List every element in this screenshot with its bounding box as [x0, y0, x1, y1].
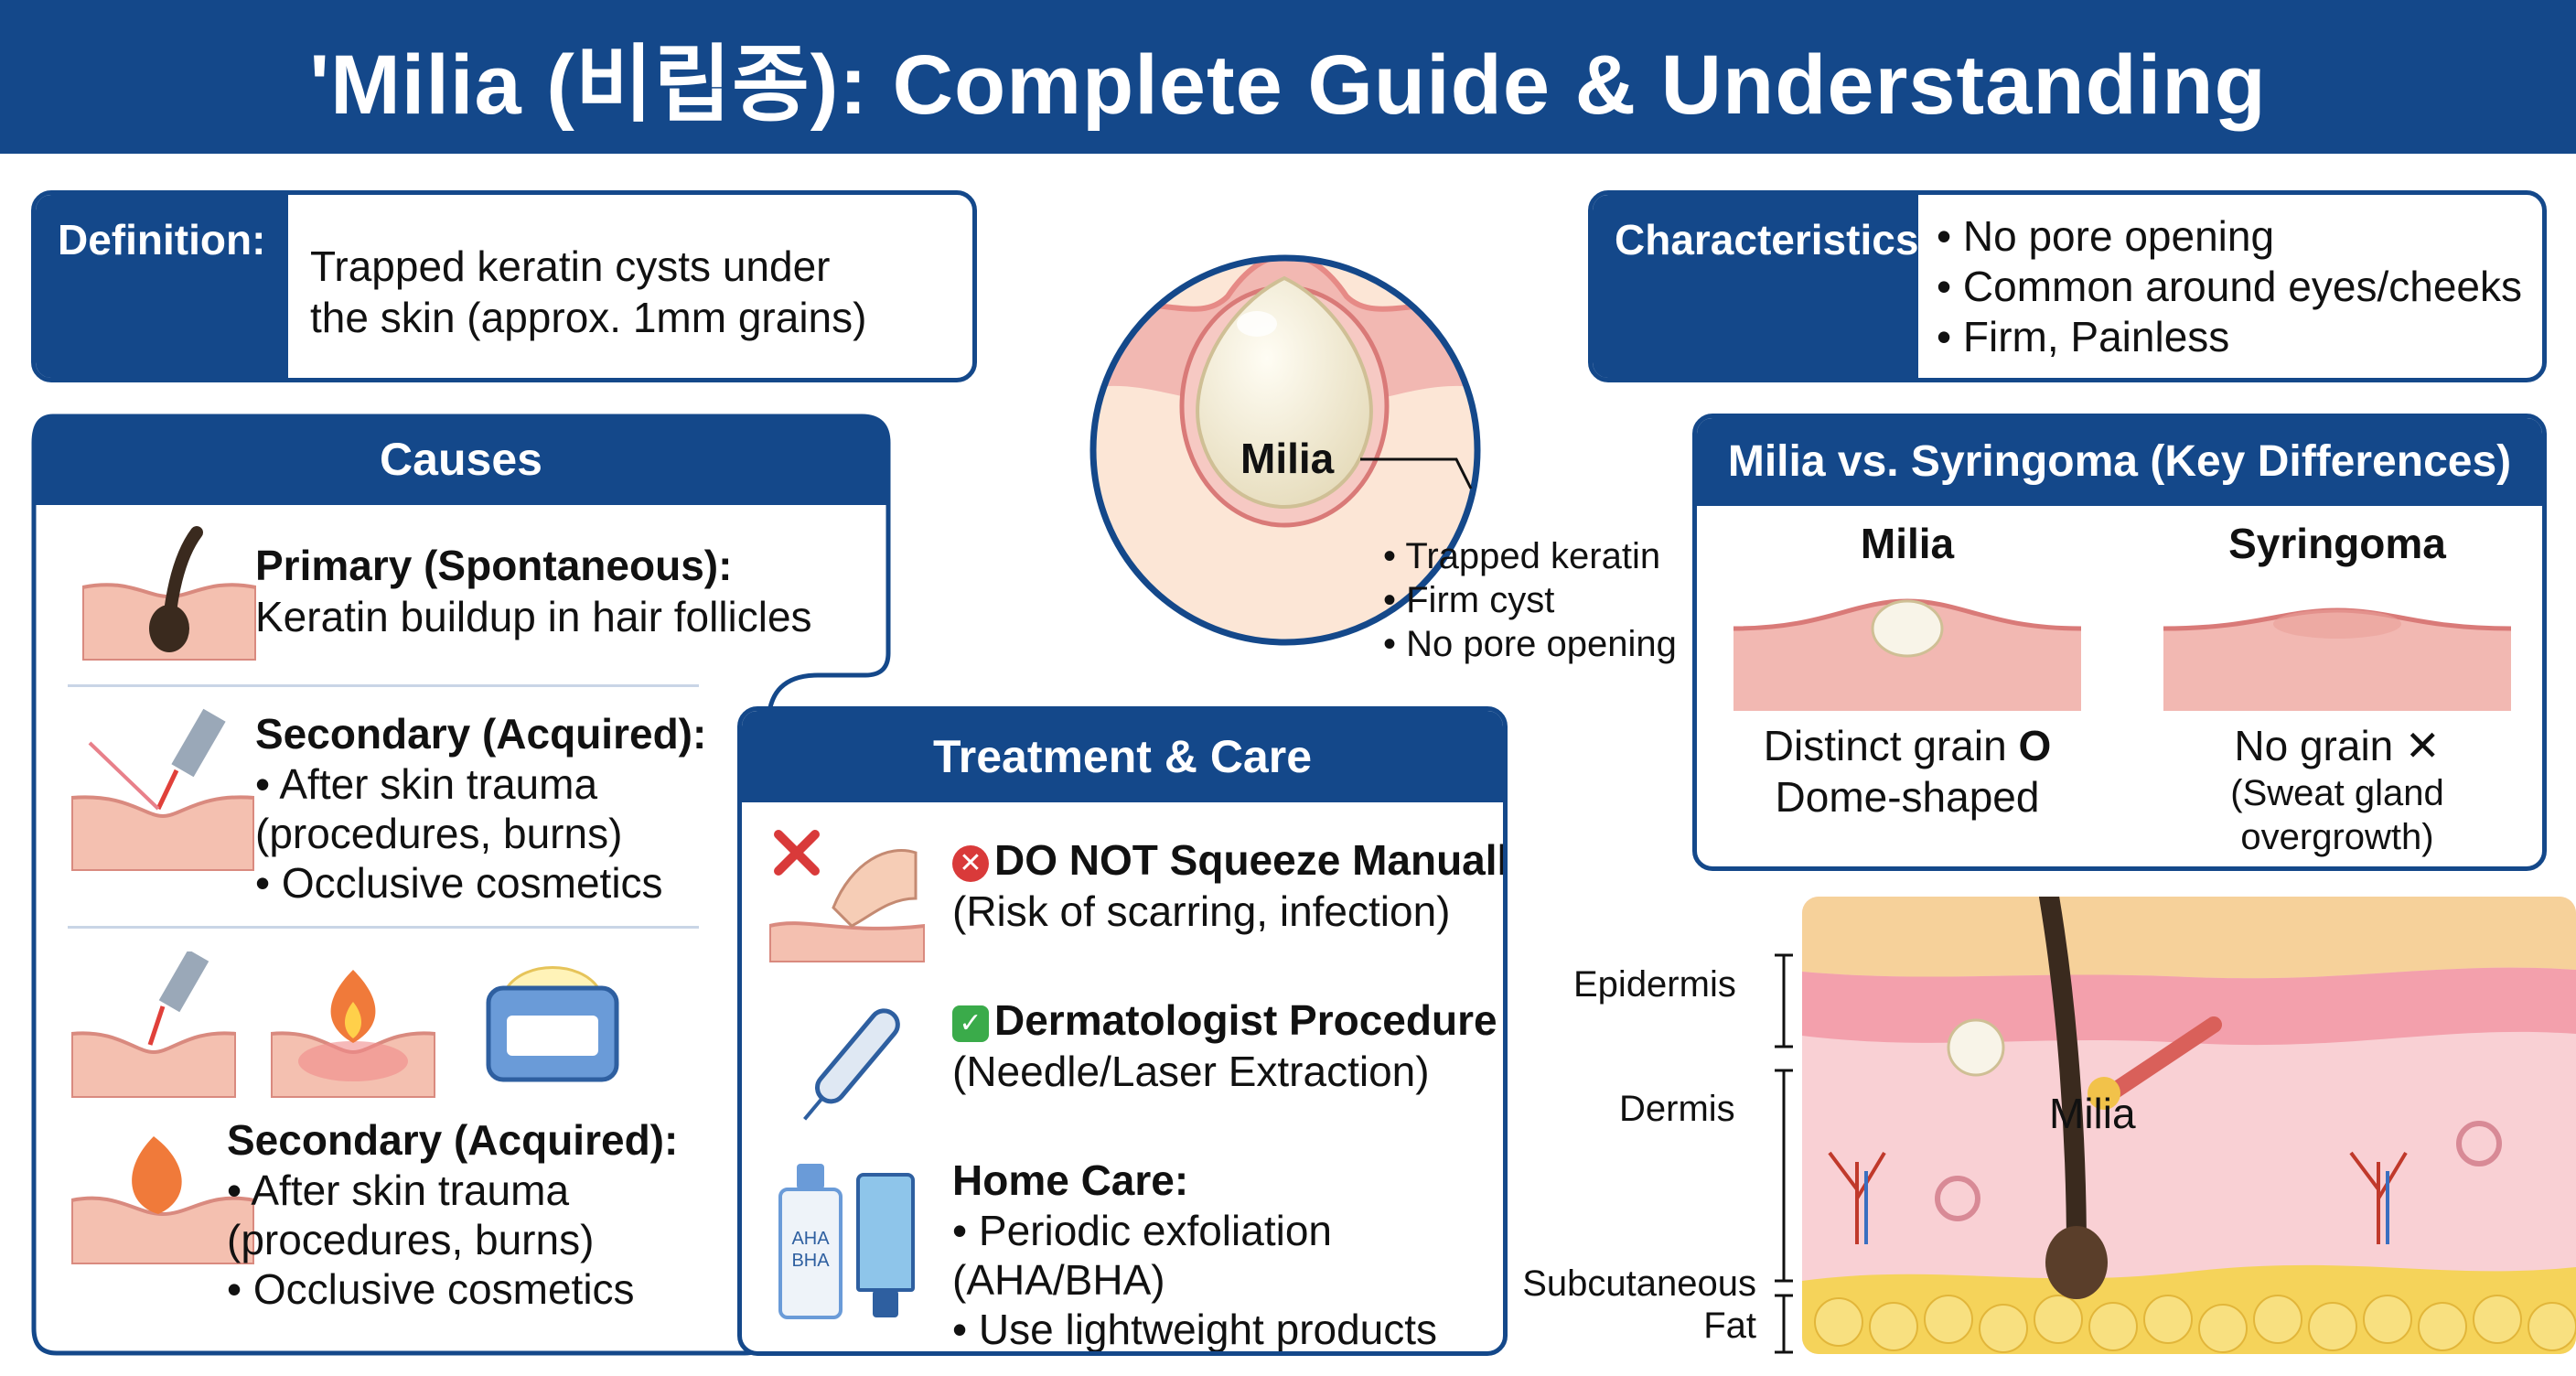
epidermis-label: Epidermis — [1573, 964, 1736, 1005]
syringoma-grain-mark: ✕ — [2405, 722, 2441, 769]
compare-syringoma-desc: No grain ✕ (Sweat gland overgrowth) Flat… — [2136, 720, 2538, 866]
home-care-item: Use lightweight products — [952, 1305, 1501, 1351]
cause-secondary-repeat-item: Occlusive cosmetics — [227, 1264, 739, 1314]
comparison-header: Milia vs. Syringoma (Key Differences) — [1697, 418, 2542, 506]
characteristic-item: Firm, Painless — [1937, 312, 2522, 362]
syringoma-desc-1: No grain — [2234, 722, 2394, 769]
center-milia-illustration: Milia Trapped keratin Firm cyst No pore … — [999, 187, 1685, 717]
subcutaneous-line-2: Fat — [1703, 1306, 1756, 1346]
no-squeeze-title: DO NOT Squeeze Manually — [994, 836, 1508, 884]
treatment-procedure: ✓Dermatologist Procedure (Needle/Laser E… — [952, 994, 1501, 1097]
milia-dome-graphic — [1733, 598, 2081, 711]
diagram-milia-label: Milia — [2049, 1090, 2136, 1137]
characteristics-label: Characteristics: — [1593, 195, 1933, 378]
subcutaneous-label: Subcutaneous Fat — [1519, 1263, 1756, 1347]
page-title: 'Milia (비립종): Complete Guide & Understan… — [309, 38, 2267, 132]
cause-secondary-item: Occlusive cosmetics — [255, 858, 731, 908]
hair-follicle-icon — [82, 526, 256, 661]
cause-secondary-repeat-list: After skin trauma (procedures, burns) Oc… — [227, 1166, 739, 1314]
definition-label: Definition: — [36, 195, 288, 378]
cause-primary-title: Primary (Spontaneous): — [255, 542, 733, 589]
milia-desc-1: Distinct grain — [1763, 722, 2007, 769]
cause-secondary-list: After skin trauma (procedures, burns) Oc… — [255, 759, 731, 908]
cause-secondary-repeat: Secondary (Acquired): After skin trauma … — [227, 1114, 739, 1314]
subcutaneous-line-1: Subcutaneous — [1522, 1263, 1756, 1304]
bottle-label-aha: AHA — [791, 1229, 830, 1249]
center-milia-label: Milia — [1240, 435, 1335, 482]
characteristics-list: No pore opening Common around eyes/cheek… — [1937, 211, 2522, 362]
cause-secondary-repeat-title: Secondary (Acquired): — [227, 1116, 679, 1164]
squeeze-hand-icon — [769, 830, 925, 962]
red-x-icon: ✕ — [952, 844, 989, 882]
dermis-label: Dermis — [1619, 1089, 1735, 1129]
green-check-icon: ✓ — [952, 1005, 989, 1042]
cause-secondary-item: After skin trauma (procedures, burns) — [255, 759, 731, 858]
procedure-subtitle: (Needle/Laser Extraction) — [952, 1048, 1430, 1095]
treatment-header: Treatment & Care — [742, 711, 1503, 802]
center-note: Firm cyst — [1383, 578, 1677, 622]
home-care-list: Periodic exfoliation (AHA/BHA) Use light… — [952, 1206, 1501, 1351]
procedure-title: Dermatologist Procedure — [994, 996, 1497, 1044]
cause-primary: Primary (Spontaneous): Keratin buildup i… — [255, 540, 812, 642]
characteristics-panel: Characteristics: No pore opening Common … — [1588, 190, 2547, 382]
aha-bha-bottle-icon: AHA BHA — [778, 1164, 843, 1319]
cause-secondary-title: Secondary (Acquired): — [255, 710, 707, 758]
laser-trauma-icon — [71, 708, 254, 871]
skin-layer-diagram: Milia Epidermis Dermis Subcutaneous Fat — [1519, 897, 2576, 1376]
syringoma-desc-3: Flat-topped — [2136, 859, 2538, 866]
syringoma-desc-2: (Sweat gland overgrowth) — [2230, 773, 2444, 857]
cause-primary-text: Keratin buildup in hair follicles — [255, 593, 812, 640]
treatment-home-care: Home Care: Periodic exfoliation (AHA/BHA… — [952, 1155, 1501, 1351]
characteristic-item: Common around eyes/cheeks — [1937, 262, 2522, 312]
center-notes: Trapped keratin Firm cyst No pore openin… — [1383, 534, 1677, 666]
burn-icon — [271, 970, 435, 1098]
causes-divider — [68, 926, 699, 929]
cosmetic-jar-icon — [486, 966, 619, 1082]
characteristic-item: No pore opening — [1937, 211, 2522, 262]
definition-panel: Definition: Trapped keratin cysts under … — [31, 190, 977, 382]
home-care-title: Home Care: — [952, 1156, 1189, 1204]
definition-line-1: Trapped keratin cysts under — [310, 242, 831, 290]
center-note: No pore opening — [1383, 622, 1677, 666]
compare-syringoma-name: Syringoma — [2228, 520, 2446, 567]
tube-icon — [856, 1173, 915, 1319]
home-care-item: Periodic exfoliation (AHA/BHA) — [952, 1206, 1346, 1305]
milia-desc-2: Dome-shaped — [1775, 773, 2040, 821]
needle-tool-icon — [803, 1008, 900, 1121]
milia-grain-mark: O — [2018, 722, 2052, 769]
treatment-panel: Treatment & Care ✕DO NOT Squeeze Manuall… — [737, 706, 1508, 1356]
definition-line-2: the skin (approx. 1mm grains) — [310, 294, 867, 341]
title-bar: 'Milia (비립종): Complete Guide & Understan… — [0, 0, 2576, 154]
causes-panel: Causes Primary (Spontaneous): Keratin bu… — [31, 414, 891, 1356]
bottle-label-bha: BHA — [791, 1251, 830, 1271]
skin-cross-section-graphic — [1802, 897, 2576, 1354]
no-squeeze-subtitle: (Risk of scarring, infection) — [952, 887, 1451, 935]
center-note: Trapped keratin — [1383, 534, 1677, 578]
cause-secondary-repeat-item: After skin trauma (procedures, burns) — [227, 1166, 739, 1264]
compare-milia-name: Milia — [1860, 520, 1955, 567]
definition-text: Trapped keratin cysts under the skin (ap… — [310, 241, 866, 343]
comparison-panel: Milia vs. Syringoma (Key Differences) Mi… — [1692, 414, 2547, 871]
compare-milia-desc: Distinct grain O Dome-shaped — [1733, 720, 2081, 822]
syringoma-flat-graphic — [2163, 607, 2511, 711]
treatment-no-squeeze: ✕DO NOT Squeeze Manually (Risk of scarri… — [952, 834, 1503, 937]
causes-divider — [68, 684, 699, 687]
layer-brackets — [1775, 953, 1793, 1354]
laser-icon — [71, 951, 236, 1098]
cause-secondary: Secondary (Acquired): After skin trauma … — [255, 708, 731, 908]
causes-header: Causes — [380, 434, 542, 485]
flame-skin-icon — [71, 1136, 254, 1264]
